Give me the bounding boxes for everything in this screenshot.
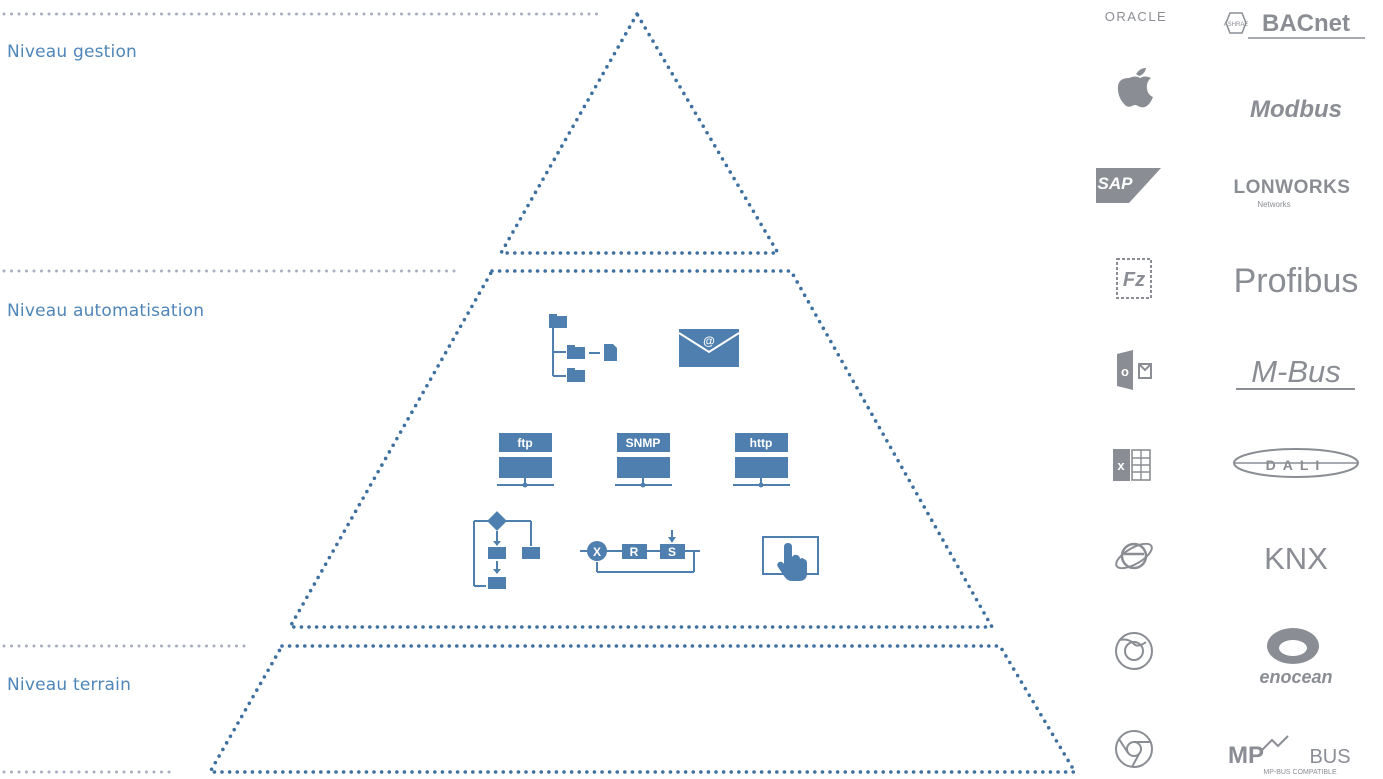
filezilla-icon: Fz (1116, 258, 1152, 299)
svg-text:BACnet: BACnet (1262, 10, 1350, 37)
svg-text:KNX: KNX (1264, 541, 1328, 576)
snmp-server-icon: SNMP (615, 433, 672, 488)
bacnet-logo: ASHRAE BACnet (1224, 10, 1365, 39)
profibus-logo: Profibus (1234, 262, 1359, 300)
svg-text:ORACLE: ORACLE (1105, 9, 1167, 24)
level-label-management: Niveau gestion (7, 42, 138, 62)
svg-text:@: @ (703, 334, 715, 348)
svg-text:http: http (750, 436, 773, 450)
internet-explorer-icon (1115, 542, 1153, 570)
svg-text:Fz: Fz (1123, 269, 1145, 291)
chrome-icon (1115, 730, 1153, 768)
svg-text:LONWORKS: LONWORKS (1234, 177, 1351, 198)
svg-text:SNMP: SNMP (626, 436, 661, 450)
svg-text:o: o (1121, 364, 1129, 379)
ftp-server-icon: ftp (497, 433, 554, 488)
folder-tree-icon (549, 314, 617, 382)
logic-block-icon: X R S (580, 530, 700, 573)
http-server-icon: http (733, 433, 790, 488)
flowchart-icon (473, 511, 540, 589)
touch-panel-icon (762, 536, 819, 581)
sap-icon: SAP (1096, 168, 1161, 203)
enocean-logo: enocean (1259, 628, 1333, 687)
svg-text:x: x (1117, 458, 1125, 473)
svg-text:ASHRAE: ASHRAE (1224, 22, 1249, 28)
excel-icon: x (1113, 449, 1151, 481)
svg-text:ftp: ftp (517, 436, 532, 450)
apple-icon (1117, 68, 1153, 108)
svg-text:Modbus: Modbus (1250, 96, 1342, 123)
svg-text:DALI: DALI (1266, 457, 1327, 473)
pyramid-tier-automation (286, 269, 996, 629)
svg-text:X: X (593, 545, 601, 559)
svg-text:Profibus: Profibus (1234, 262, 1359, 300)
firefox-icon (1115, 632, 1153, 670)
oracle-logo: ORACLE (1105, 9, 1167, 24)
level-label-field: Niveau terrain (7, 675, 132, 695)
knx-logo: KNX (1264, 541, 1328, 576)
svg-text:BUS: BUS (1309, 746, 1350, 768)
svg-text:S: S (668, 545, 676, 559)
email-icon: @ (678, 329, 740, 367)
dali-logo: DALI (1233, 448, 1359, 478)
pyramid-tier-management (497, 10, 782, 255)
svg-text:M-Bus: M-Bus (1251, 354, 1341, 389)
mbus-logo: M-Bus (1236, 354, 1355, 390)
lonworks-logo: LONWORKS Networks (1234, 177, 1351, 209)
svg-text:R: R (630, 545, 639, 559)
svg-text:MP-BUS COMPATIBLE: MP-BUS COMPATIBLE (1263, 769, 1337, 776)
level-label-automation: Niveau automatisation (7, 301, 205, 321)
svg-text:SAP: SAP (1098, 174, 1134, 193)
mpbus-logo: MP BUS MP-BUS COMPATIBLE (1228, 735, 1351, 776)
svg-text:MP: MP (1228, 742, 1264, 769)
svg-text:enocean: enocean (1259, 667, 1332, 687)
svg-text:Networks: Networks (1257, 200, 1290, 209)
outlook-icon: o (1117, 350, 1152, 390)
modbus-logo: Modbus (1250, 96, 1342, 123)
pyramid-tier-field (206, 644, 1079, 774)
